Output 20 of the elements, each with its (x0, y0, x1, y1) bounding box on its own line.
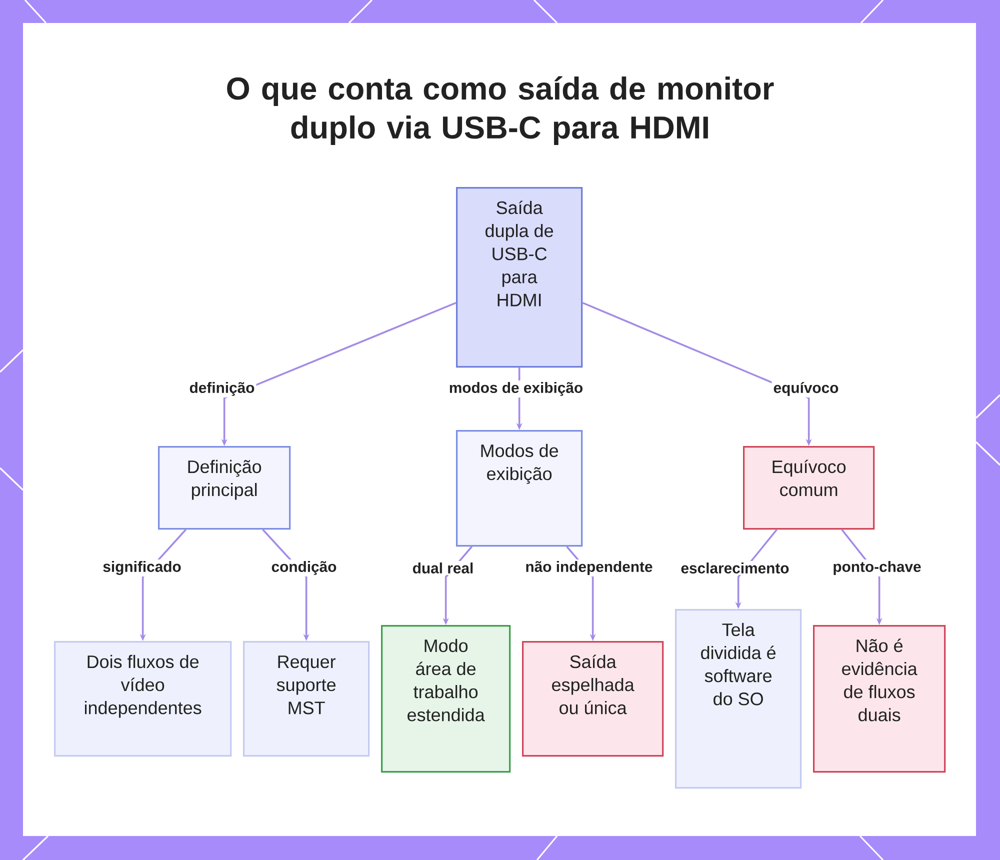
edge-label: definição (188, 380, 256, 398)
concept-box: Saída espelhada ou única (522, 641, 664, 757)
edge-label: condição (270, 560, 338, 576)
edge-label: ponto-chave (831, 560, 923, 576)
edge-label: significado (101, 560, 183, 576)
concept-box: Requer suporte MST (243, 641, 370, 757)
concept-box: Não é evidência de fluxos duais (813, 625, 946, 773)
concept-box: Equívoco comum (743, 446, 875, 530)
concept-box: Modo área de trabalho estendida (381, 625, 511, 773)
concept-box: Saída dupla de USB-C para HDMI (456, 187, 583, 368)
title: O que conta como saída de monitor duplo via USB-C para HDMI (227, 76, 774, 145)
concept-box: Definição principal (158, 446, 291, 530)
edge-label: modos de exibição (447, 380, 585, 398)
concept-box: Dois fluxos de vídeo independentes (54, 641, 232, 757)
edge-label: equívoco (772, 380, 840, 398)
concept-box: Modos de exibição (456, 430, 583, 547)
concept-box: Tela dividida é software do SO (675, 609, 802, 789)
edge-label: dual real (410, 561, 476, 575)
edge-label: não independente (524, 560, 654, 576)
edge-label: esclarecimento (679, 561, 791, 575)
